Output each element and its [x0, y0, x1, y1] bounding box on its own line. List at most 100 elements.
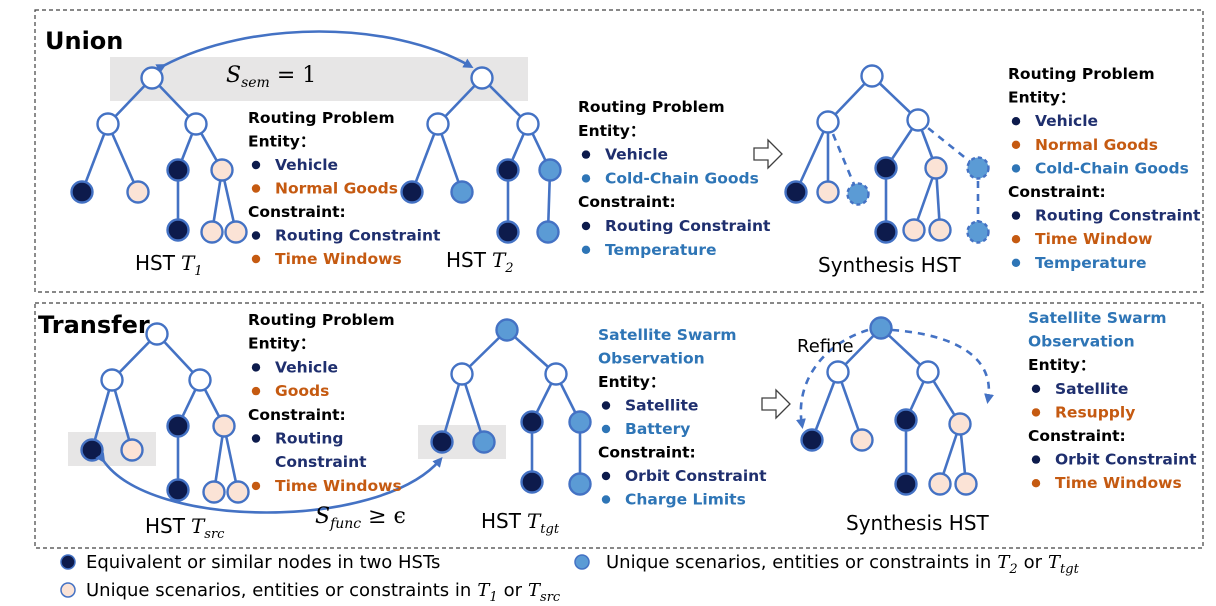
bullet-icon	[581, 245, 591, 254]
info-line: Temperature	[1035, 254, 1147, 272]
tree-node-mid	[568, 472, 592, 496]
info-line: Entity：	[578, 122, 645, 140]
info-line: Normal Goods	[275, 180, 398, 198]
tree-node-light	[226, 480, 250, 504]
tree-node-mid	[495, 318, 519, 342]
info-line: Entity：	[248, 133, 315, 151]
legend-mid-text: Unique scenarios, entities or constraint…	[606, 552, 1080, 577]
info-line: Entity：	[248, 335, 315, 353]
tree-node-light	[202, 480, 226, 504]
info-line: Routing Problem	[248, 311, 395, 329]
tree-node-dark	[80, 438, 104, 462]
tree-node-white	[544, 362, 568, 386]
transfer-similarity-label: Sfunc ≥ ϵ	[315, 504, 406, 532]
info-line: Goods	[275, 382, 329, 400]
tree-edge	[810, 371, 840, 441]
bullet-icon	[251, 160, 261, 170]
tree-node-light	[816, 180, 840, 204]
tree-node-dark	[800, 428, 824, 452]
bullet-icon	[251, 363, 261, 372]
info-line: Constraint:	[248, 406, 346, 424]
hst1-tree	[70, 66, 248, 244]
tree-edge	[80, 123, 110, 193]
legend-dark-text: Equivalent or similar nodes in two HSTs	[86, 552, 440, 573]
bullet-icon	[601, 471, 611, 481]
tree-node-mid	[846, 182, 870, 206]
bullet-icon	[251, 481, 261, 491]
union-synthesis-tree	[784, 64, 990, 244]
tree-node-white	[516, 112, 540, 136]
tree-node-white	[470, 66, 494, 90]
bullet-icon	[251, 254, 261, 264]
info-line: Observation	[598, 350, 705, 368]
tree-node-light	[928, 218, 952, 242]
tree-node-light	[212, 414, 236, 438]
tree-node-light	[902, 218, 926, 242]
tree-node-white	[860, 64, 884, 88]
info-line: Vehicle	[275, 358, 338, 376]
bullet-icon	[1011, 211, 1021, 220]
refine-label: Refine	[797, 336, 854, 357]
bullet-icon	[1031, 408, 1041, 417]
info-line: Orbit Constraint	[1055, 451, 1197, 469]
info-line: Temperature	[605, 241, 717, 259]
tree-node-mid	[538, 158, 562, 182]
tree-edge	[794, 121, 830, 193]
transfer-info-synthesis: Satellite SwarmObservationEntity：Satelli…	[1028, 309, 1197, 492]
info-line: Battery	[625, 420, 690, 438]
info-line: Charge Limits	[625, 491, 746, 509]
tree-node-light	[224, 220, 248, 244]
bullet-icon	[1011, 117, 1021, 126]
tree-edge	[106, 123, 140, 193]
tree-node-dark	[874, 220, 898, 244]
info-line: Satellite	[1055, 380, 1128, 398]
tree-node-white	[426, 112, 450, 136]
info-line: Satellite Swarm	[598, 326, 737, 344]
tree-node-dark	[520, 410, 544, 434]
tree-node-light	[200, 220, 224, 244]
bullet-icon	[1011, 258, 1021, 267]
tree-edge	[436, 123, 464, 193]
bullet-icon	[1011, 164, 1021, 173]
legend-dark-node	[60, 554, 76, 570]
tree-node-dark	[894, 408, 918, 432]
info-line: Constraint:	[578, 193, 676, 211]
union-synthesis-arrow	[753, 138, 783, 170]
info-line: Resupply	[1055, 403, 1135, 421]
tree-node-light	[924, 156, 948, 180]
info-line: Constraint:	[1008, 183, 1106, 201]
bullet-icon	[1031, 455, 1041, 464]
info-line: Normal Goods	[1035, 136, 1158, 154]
bullet-icon	[251, 434, 261, 443]
tree-node-white	[816, 110, 840, 134]
tree-node-white	[916, 360, 940, 384]
tree-edge	[460, 373, 486, 443]
info-line: Routing Constraint	[1035, 207, 1201, 225]
tree-node-white	[826, 360, 850, 384]
tree-node-white	[906, 108, 930, 132]
tree-node-dark	[496, 220, 520, 244]
tree-node-white	[145, 322, 169, 346]
info-line: Entity：	[598, 373, 665, 391]
info-line: Time Windows	[1055, 474, 1182, 492]
info-line: Satellite	[625, 397, 698, 415]
tree-node-dark	[496, 158, 520, 182]
info-line: Time Window	[1035, 230, 1152, 248]
tree-node-white	[100, 368, 124, 392]
transfer-title: Transfer	[38, 311, 150, 339]
tree-node-mid	[966, 220, 990, 244]
info-line: Constraint:	[248, 203, 346, 221]
bullet-icon	[601, 424, 611, 434]
transfer-section-box	[34, 302, 1204, 549]
trees-group	[70, 64, 990, 504]
info-line: Routing Problem	[248, 109, 395, 127]
tree-node-dark	[784, 180, 808, 204]
tree-node-light	[120, 438, 144, 462]
tree-edge	[836, 371, 864, 441]
tree-node-dark	[520, 470, 544, 494]
